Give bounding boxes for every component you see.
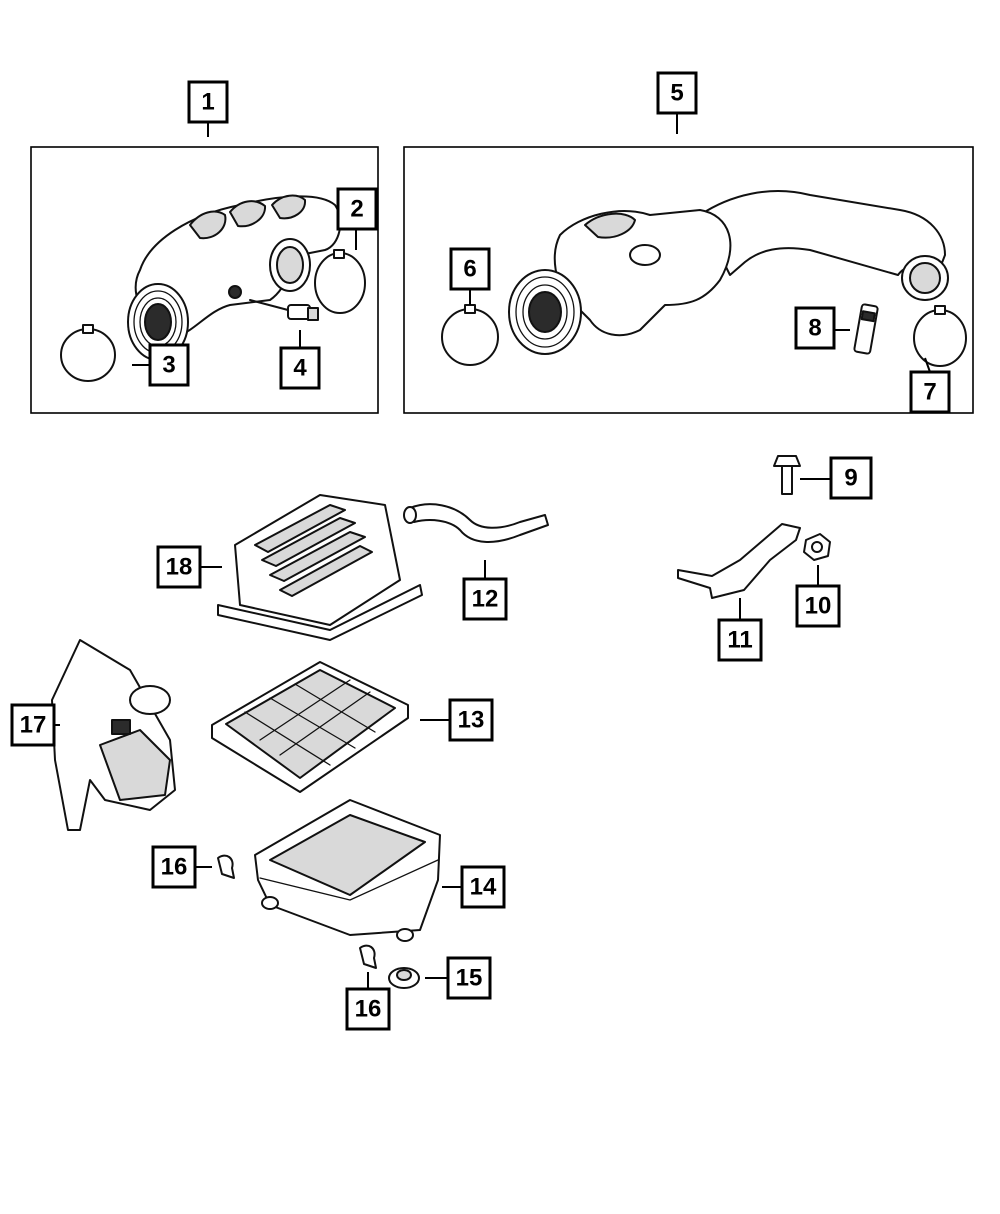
hose-clamp-icon [913,305,967,367]
hose-clamp-icon [60,324,116,382]
svg-text:2: 2 [350,196,363,223]
clip-icon [217,854,235,879]
callout-16-left: 16 [151,845,197,889]
svg-text:9: 9 [844,465,857,492]
svg-text:7: 7 [923,379,936,406]
callout-18: 18 [156,545,202,589]
callout-17: 17 [10,703,56,747]
callout-5: 5 [656,71,698,115]
callout-15: 15 [446,956,492,1000]
svg-text:13: 13 [458,707,485,734]
callout-8: 8 [794,306,836,350]
svg-text:17: 17 [20,712,47,739]
svg-text:16: 16 [355,996,382,1023]
bracket-icon [677,523,801,599]
group-frame-1 [30,146,379,414]
svg-text:6: 6 [463,256,476,283]
svg-text:16: 16 [161,854,188,881]
callout-3: 3 [148,343,190,387]
callout-10: 10 [795,584,841,628]
bolt-icon [773,455,801,495]
vent-tube-icon [403,503,549,543]
air-intake-duct-icon [51,639,176,831]
callout-2: 2 [336,187,378,231]
svg-text:8: 8 [808,315,821,342]
grommet-icon [388,967,420,989]
svg-text:15: 15 [456,965,483,992]
nut-icon [803,533,831,561]
svg-text:4: 4 [293,355,307,382]
svg-text:5: 5 [670,80,683,107]
clip-icon [359,944,377,969]
callout-16-bottom: 16 [345,987,391,1031]
hose-clamp-icon [314,249,366,314]
callout-4: 4 [279,346,321,390]
air-inlet-duct-assembly-icon [508,190,949,355]
callout-1: 1 [187,80,229,124]
svg-text:12: 12 [472,586,499,613]
air-cleaner-housing-icon [254,799,441,942]
svg-text:10: 10 [805,593,832,620]
svg-text:3: 3 [162,352,175,379]
callout-13: 13 [448,698,494,742]
svg-text:1: 1 [201,89,214,116]
group-frame-5 [403,146,974,414]
temperature-sensor-icon [249,299,319,321]
hose-clamp-icon [441,304,499,366]
callout-6: 6 [449,247,491,291]
sensor-icon [853,303,879,355]
air-inlet-duct-icon [127,194,342,361]
svg-text:14: 14 [470,874,497,901]
callout-14: 14 [460,865,506,909]
callout-9: 9 [829,456,873,500]
air-filter-element-icon [211,661,409,793]
svg-text:11: 11 [727,627,752,654]
callout-11: 11 [717,618,763,662]
callout-12: 12 [462,577,508,621]
air-cleaner-cover-icon [217,494,423,641]
callout-7: 7 [909,370,951,414]
svg-text:18: 18 [166,554,193,581]
